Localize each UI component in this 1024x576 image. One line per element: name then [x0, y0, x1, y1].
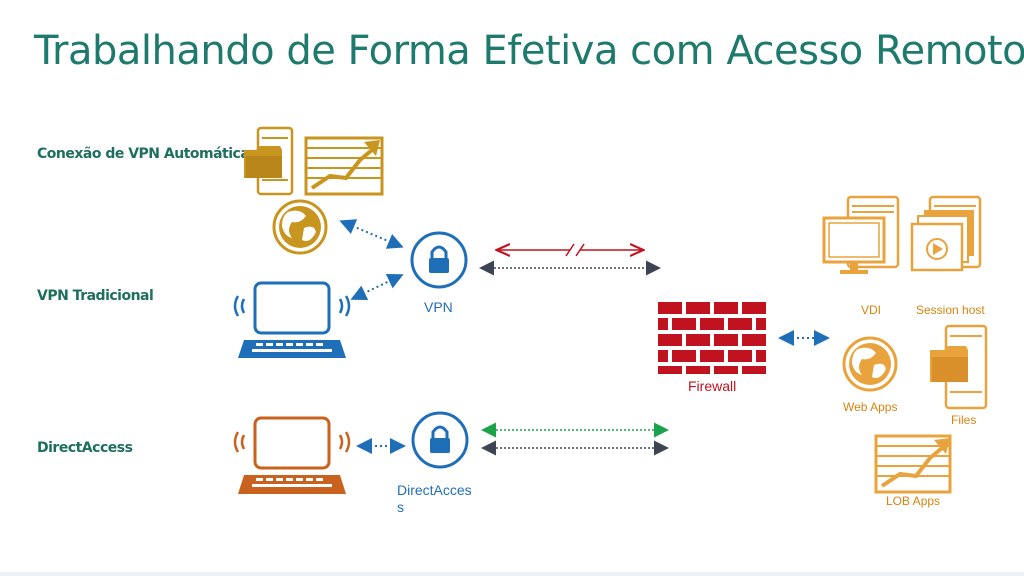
files-icon: [930, 324, 988, 410]
directaccess-lock-icon: [411, 411, 469, 469]
page-title: Trabalhando de Forma Efetiva com Acesso …: [34, 28, 1024, 74]
laptop-icon-directaccess: [233, 416, 351, 494]
session-host-icon: [910, 195, 982, 272]
web-apps-label: Web Apps: [843, 400, 898, 414]
lob-apps-label: LOB Apps: [886, 494, 941, 508]
files-label: Files: [951, 413, 977, 427]
label-traditional-vpn: VPN Tradicional: [37, 288, 154, 304]
arrow-laptop-vpn: [350, 273, 404, 301]
arrow-vpn-broken: [498, 244, 642, 256]
label-auto-vpn: Conexão de VPN Automática: [37, 146, 250, 162]
files-icon-auto-vpn: [244, 126, 294, 196]
directaccess-node-label: DirectAcces s: [397, 482, 472, 516]
web-apps-globe-icon: [842, 336, 898, 392]
firewall-label: Firewall: [688, 378, 737, 394]
chart-icon-auto-vpn: [304, 136, 384, 196]
directaccess-label-line1: DirectAcces: [397, 482, 472, 498]
vpn-lock-icon: [410, 231, 468, 289]
vdi-icon: [822, 195, 900, 274]
bottom-divider: [0, 572, 1024, 576]
firewall-icon: [658, 302, 766, 374]
lob-apps-chart-icon: [874, 434, 952, 494]
arrow-globe-vpn: [339, 219, 404, 249]
globe-icon-auto-vpn: [272, 199, 328, 255]
session-host-label: Session host: [916, 303, 985, 317]
vpn-label: VPN: [424, 299, 453, 315]
vdi-label: VDI: [861, 303, 882, 317]
directaccess-label-line2: s: [397, 499, 404, 515]
laptop-icon-vpn: [233, 281, 351, 358]
label-directaccess: DirectAccess: [37, 440, 133, 456]
